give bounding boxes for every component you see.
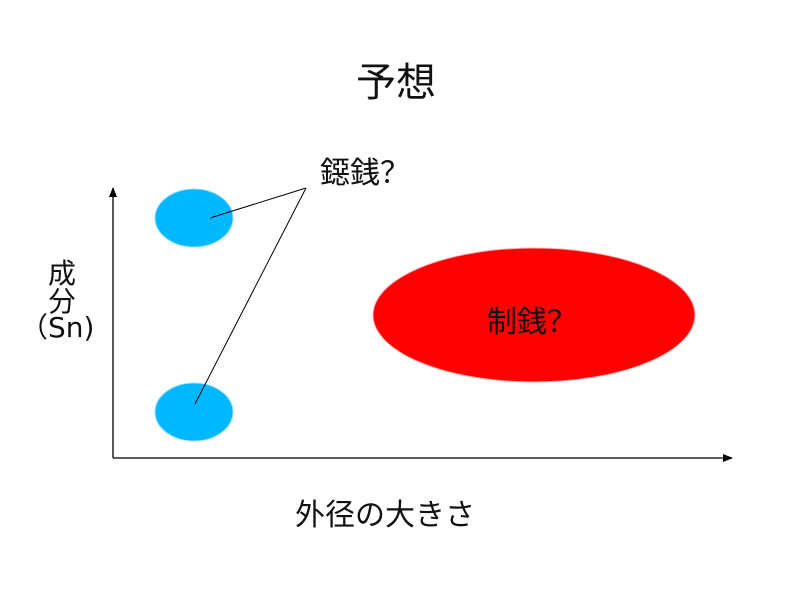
x-axis-label: 外径の大きさ (295, 498, 475, 533)
y-axis-label-1: 成 (48, 257, 77, 290)
blue-ellipse-bottom (154, 382, 234, 442)
blue-ellipse-top (154, 188, 234, 248)
blue-group-label: 鐚銭？ (320, 156, 410, 191)
slide-title: 予想 (356, 60, 436, 106)
callout-line-top (209, 187, 307, 219)
callout-line-bottom (194, 187, 307, 405)
red-ellipse (372, 247, 696, 383)
y-axis-label-2: 分 (48, 285, 77, 318)
red-group-label: 制銭？ (487, 305, 577, 340)
y-axis-label-3: （Sn) (20, 311, 95, 344)
